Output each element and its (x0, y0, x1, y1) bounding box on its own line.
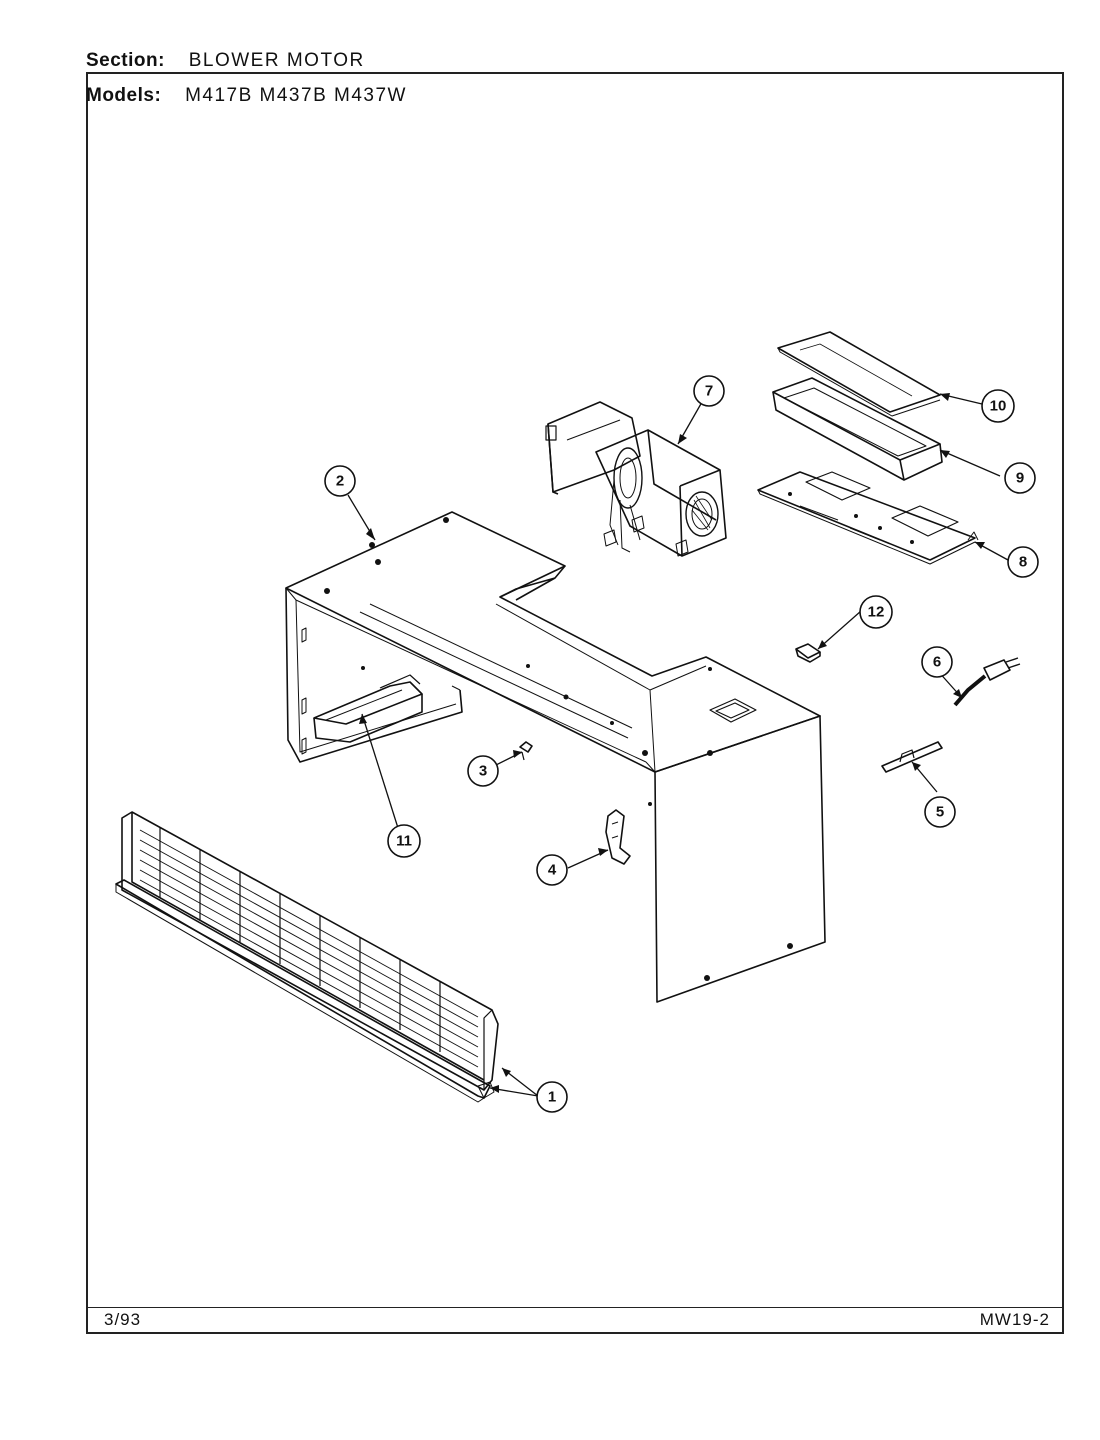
callout-9 (1004, 462, 1036, 494)
footer-page-code: MW19-2 (979, 1310, 1050, 1329)
callout-3 (467, 755, 499, 787)
inner-bracket (313, 674, 423, 743)
callout-12 (859, 595, 893, 629)
top-cover-plate (777, 331, 941, 417)
callout-3-label: 3 (479, 763, 487, 780)
callout-4 (536, 854, 568, 886)
callout-2-label: 2 (336, 473, 344, 490)
callout-1-label: 1 (548, 1089, 556, 1106)
callout-9-label: 9 (1016, 470, 1024, 487)
section-header: Section: BLOWER MOTOR (86, 50, 365, 72)
leader-arrowheads (359, 393, 985, 1093)
callout-6-label: 6 (933, 654, 941, 671)
callout-7-label: 7 (705, 383, 713, 400)
power-cord (953, 657, 1021, 707)
tray (772, 377, 943, 481)
thermal-sensor (881, 741, 943, 773)
callout-2 (324, 465, 356, 497)
footer-date: 3/93 (104, 1310, 142, 1329)
callout-12-label: 12 (868, 604, 885, 621)
callout-7 (693, 375, 725, 407)
base-plate (757, 471, 979, 565)
callout-5-label: 5 (936, 804, 944, 821)
callout-11-label: 11 (396, 833, 412, 850)
callout-8-label: 8 (1019, 554, 1027, 571)
cabinet-shell (285, 511, 826, 1003)
section-value: BLOWER MOTOR (188, 50, 365, 71)
models-value: M417B M437B M437W (185, 85, 407, 106)
section-label: Section: (86, 50, 165, 71)
models-label: Models: (86, 85, 162, 106)
footer-divider (86, 1307, 1064, 1308)
callout-10 (981, 389, 1015, 423)
models-header: Models: M417B M437B M437W (86, 85, 407, 107)
bracket-4 (605, 809, 631, 865)
callout-4-label: 4 (548, 862, 557, 879)
front-grille (115, 811, 499, 1103)
leader-lines (347, 393, 1009, 1097)
diagram-frame (86, 72, 1064, 1334)
blower-motor (545, 401, 727, 557)
callout-5 (924, 796, 956, 828)
callout-6 (921, 646, 953, 678)
callout-11 (387, 824, 421, 858)
callout-10-label: 10 (990, 398, 1007, 415)
clip-3 (519, 741, 533, 761)
callout-8 (1007, 546, 1039, 578)
small-clip (795, 643, 821, 663)
callout-1 (536, 1081, 568, 1113)
